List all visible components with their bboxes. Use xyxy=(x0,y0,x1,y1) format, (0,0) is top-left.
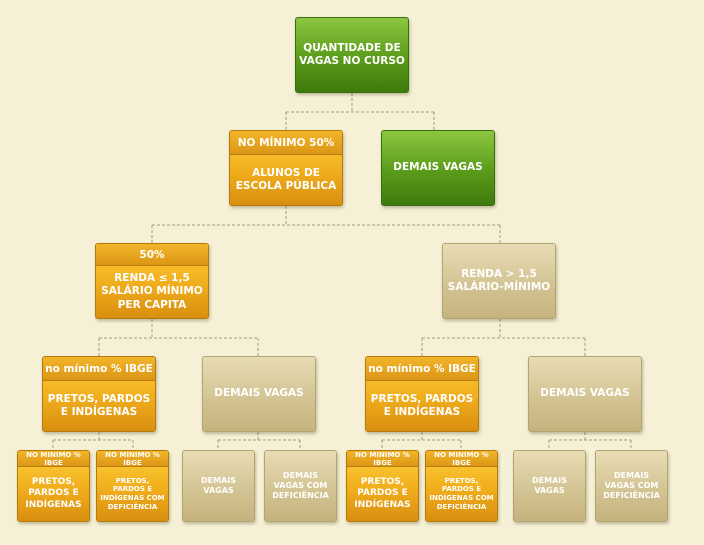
right-ppi-node: no mínimo % IBGE PRETOS, PARDOS E INDÍGE… xyxy=(365,356,479,432)
low-income-node: 50% RENDA ≤ 1,5 SALÁRIO MÍNIMO PER CAPIT… xyxy=(95,243,209,319)
l4-right-other-disability-node: DEMAIS VAGAS COM DEFICIÊNCIA xyxy=(595,450,668,522)
l4-left-ppi-band: NO MÍNIMO % IBGE xyxy=(18,451,89,467)
l4-right-other-disability-label: DEMAIS VAGAS COM DEFICIÊNCIA xyxy=(603,471,660,500)
l4-left-ppi-disability-band: NO MÍNIMO % IBGE xyxy=(97,451,168,467)
other-spots-label: DEMAIS VAGAS xyxy=(393,161,483,174)
left-other-node: DEMAIS VAGAS xyxy=(202,356,316,432)
right-other-node: DEMAIS VAGAS xyxy=(528,356,642,432)
left-ppi-node: no mínimo % IBGE PRETOS, PARDOS E INDÍGE… xyxy=(42,356,156,432)
public-school-node: NO MÍNIMO 50% ALUNOS DE ESCOLA PÚBLICA xyxy=(229,130,343,206)
l4-left-other-disability-node: DEMAIS VAGAS COM DEFICIÊNCIA xyxy=(264,450,337,522)
l4-right-ppi-disability-node: NO MÍNIMO % IBGE PRETOS, PARDOS E INDÍGE… xyxy=(425,450,498,522)
l4-left-other-node: DEMAIS VAGAS xyxy=(182,450,255,522)
public-school-label: ALUNOS DE ESCOLA PÚBLICA xyxy=(235,166,337,192)
low-income-band: 50% xyxy=(96,244,208,266)
low-income-label: RENDA ≤ 1,5 SALÁRIO MÍNIMO PER CAPITA xyxy=(101,272,203,311)
l4-left-ppi-label: PRETOS, PARDOS E INDÍGENAS xyxy=(25,477,82,510)
l4-right-other-node: DEMAIS VAGAS xyxy=(513,450,586,522)
right-other-label: DEMAIS VAGAS xyxy=(540,387,630,400)
l4-right-ppi-band: NO MÍNIMO % IBGE xyxy=(347,451,418,467)
left-other-label: DEMAIS VAGAS xyxy=(214,387,304,400)
right-ppi-label: PRETOS, PARDOS E INDÍGENAS xyxy=(370,392,474,418)
l4-right-ppi-disability-label: PRETOS, PARDOS E INDÍGENAS COM DEFICIÊNC… xyxy=(429,476,494,511)
left-ppi-label: PRETOS, PARDOS E INDÍGENAS xyxy=(47,392,151,418)
public-school-band: NO MÍNIMO 50% xyxy=(230,131,342,155)
l4-right-ppi-label: PRETOS, PARDOS E INDÍGENAS xyxy=(354,477,411,510)
l4-right-ppi-node: NO MÍNIMO % IBGE PRETOS, PARDOS E INDÍGE… xyxy=(346,450,419,522)
high-income-label: RENDA > 1,5 SALÁRIO-MÍNIMO xyxy=(447,267,551,293)
l4-left-ppi-node: NO MÍNIMO % IBGE PRETOS, PARDOS E INDÍGE… xyxy=(17,450,90,522)
l4-left-other-label: DEMAIS VAGAS xyxy=(201,476,236,495)
l4-left-ppi-disability-label: PRETOS, PARDOS E INDÍGENAS COM DEFICIÊNC… xyxy=(100,476,165,511)
left-ppi-band: no mínimo % IBGE xyxy=(43,357,155,381)
l4-left-ppi-disability-node: NO MÍNIMO % IBGE PRETOS, PARDOS E INDÍGE… xyxy=(96,450,169,522)
other-spots-node: DEMAIS VAGAS xyxy=(381,130,495,206)
root-label: QUANTIDADE DE VAGAS NO CURSO xyxy=(299,41,405,67)
right-ppi-band: no mínimo % IBGE xyxy=(366,357,478,381)
l4-right-ppi-disability-band: NO MÍNIMO % IBGE xyxy=(426,451,497,467)
high-income-node: RENDA > 1,5 SALÁRIO-MÍNIMO xyxy=(442,243,556,319)
root-node: QUANTIDADE DE VAGAS NO CURSO xyxy=(295,17,409,93)
l4-right-other-label: DEMAIS VAGAS xyxy=(532,476,567,495)
l4-left-other-disability-label: DEMAIS VAGAS COM DEFICIÊNCIA xyxy=(272,471,329,500)
